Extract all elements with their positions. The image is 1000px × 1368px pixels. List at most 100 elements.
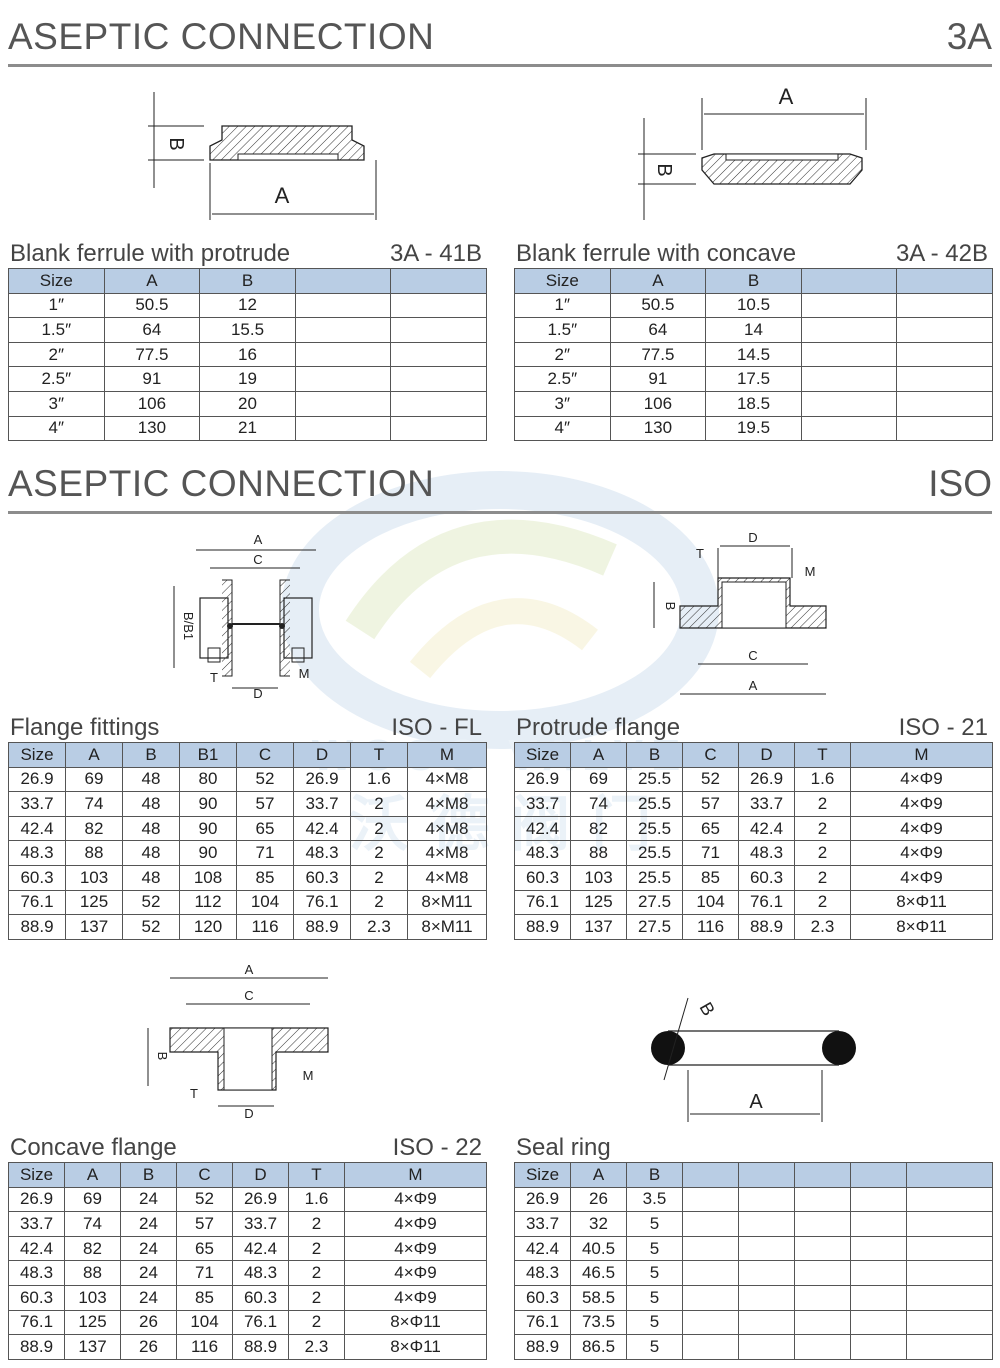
spec-table-blank-ferrule-concave: Blank ferrule with concave 3A - 42B Size… <box>514 240 993 444</box>
table-cell <box>800 341 898 368</box>
table-cell <box>682 1309 739 1336</box>
table-cell: 2 <box>794 889 851 916</box>
table-cell: 82 <box>570 815 627 842</box>
table-cell: 50.5 <box>609 292 707 319</box>
table-cell: 125 <box>64 1309 121 1336</box>
table-cell: 4×M8 <box>407 864 487 891</box>
table-cell: 86.5 <box>570 1334 627 1360</box>
table-cell: 1″ <box>8 292 105 319</box>
column-header <box>896 268 993 294</box>
table-cell: 90 <box>179 791 237 817</box>
table-cell: 77.5 <box>103 341 201 368</box>
table-cell: 77.5 <box>609 341 707 368</box>
column-header: Size <box>8 742 66 768</box>
table-cell: 33.7 <box>738 791 795 817</box>
table-cell: 33.7 <box>8 791 66 817</box>
table-cell: 42.4 <box>232 1235 289 1262</box>
dim-label-d: D <box>244 1106 253 1121</box>
table-cell: 19 <box>199 366 296 392</box>
table-cell <box>294 415 392 442</box>
table-cell: 82 <box>64 1235 121 1262</box>
table-cell: 57 <box>236 791 294 817</box>
table-cell: 60.3 <box>514 864 571 891</box>
table-cell: 42.4 <box>738 815 795 842</box>
table-cell <box>682 1211 739 1237</box>
column-header: M <box>850 742 993 768</box>
table-cell: 2 <box>794 864 851 891</box>
table-cell: 17.5 <box>705 366 802 392</box>
table-cell: 4×Φ9 <box>344 1284 487 1311</box>
table-cell <box>906 1284 993 1311</box>
dim-label-c: C <box>244 988 253 1003</box>
column-header: B <box>120 1162 177 1188</box>
dim-label-b: B <box>663 602 678 611</box>
table-cell <box>682 1260 739 1286</box>
table-cell <box>682 1235 739 1262</box>
table-cell: 1.5″ <box>514 317 611 343</box>
table-cell: 74 <box>570 791 627 817</box>
table-cell: 90 <box>179 815 237 842</box>
column-header: Size <box>8 1162 65 1188</box>
table-cell <box>850 1260 907 1286</box>
dim-label-a: A <box>245 962 254 977</box>
table-cell <box>390 366 487 392</box>
table-code: 3A - 41B <box>389 240 482 267</box>
table-cell: 106 <box>609 390 707 417</box>
table-cell <box>738 1260 795 1286</box>
diagram-protrude-flange: D T M B C A <box>640 524 850 704</box>
table-title: Blank ferrule with protrude <box>10 240 291 267</box>
column-header: D <box>293 742 351 768</box>
column-header: T <box>794 742 851 768</box>
table-cell: 5 <box>626 1260 683 1286</box>
section-header-3a: ASEPTIC CONNECTION 3A <box>8 8 992 67</box>
column-header: B <box>626 742 683 768</box>
table-cell: 82 <box>65 815 123 842</box>
table-cell <box>294 390 392 417</box>
column-header <box>850 1162 907 1188</box>
table-cell: 8×Φ11 <box>850 914 993 940</box>
section-code: ISO <box>928 463 992 504</box>
table-cell: 58.5 <box>570 1284 627 1311</box>
table-cell <box>850 1334 907 1360</box>
table-cell: 4×Φ9 <box>344 1211 487 1237</box>
table-cell: 2.3 <box>288 1334 345 1360</box>
table-cell <box>738 1235 795 1262</box>
column-header: C <box>236 742 294 768</box>
column-header <box>294 268 392 294</box>
column-header: C <box>176 1162 233 1188</box>
table-cell: 2 <box>794 840 851 866</box>
table-cell: 2.5″ <box>514 366 611 392</box>
table-cell: 48.3 <box>514 1260 571 1286</box>
table-cell: 48 <box>122 815 180 842</box>
table-cell <box>682 1186 739 1213</box>
table-cell: 48 <box>122 864 180 891</box>
table-cell: 33.7 <box>232 1211 289 1237</box>
table-cell: 4×Φ9 <box>344 1235 487 1262</box>
table-cell: 64 <box>609 317 707 343</box>
column-header: T <box>350 742 408 768</box>
table-cell: 2″ <box>514 341 611 368</box>
table-cell: 76.1 <box>8 1309 65 1336</box>
table-cell <box>800 317 898 343</box>
table-cell: 120 <box>179 914 237 940</box>
table-cell: 4×M8 <box>407 791 487 817</box>
table-cell: 4×Φ9 <box>344 1260 487 1286</box>
table-cell <box>294 366 392 392</box>
table-cell: 12 <box>199 292 296 319</box>
dim-label-a: A <box>254 532 263 547</box>
